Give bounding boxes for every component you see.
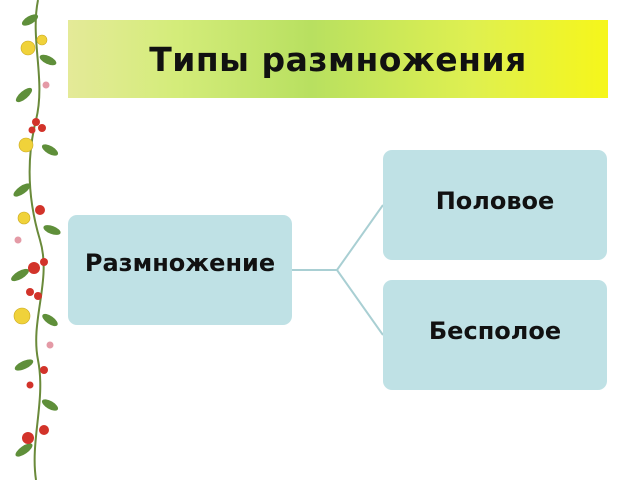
node-asexual: Бесполое: [383, 280, 607, 390]
node-reproduction-label: Размножение: [84, 248, 276, 277]
title-banner: Типы размножения: [68, 20, 608, 98]
node-sexual: Половое: [383, 150, 607, 260]
connector-root-to-asexual: [292, 269, 384, 336]
node-reproduction: Размножение: [68, 215, 292, 325]
node-asexual-label: Бесполое: [428, 316, 562, 345]
connector-root-to-sexual: [292, 204, 384, 271]
floral-border-image: [11, 0, 61, 480]
node-sexual-label: Половое: [435, 186, 555, 215]
slide-title: Типы размножения: [149, 39, 527, 79]
